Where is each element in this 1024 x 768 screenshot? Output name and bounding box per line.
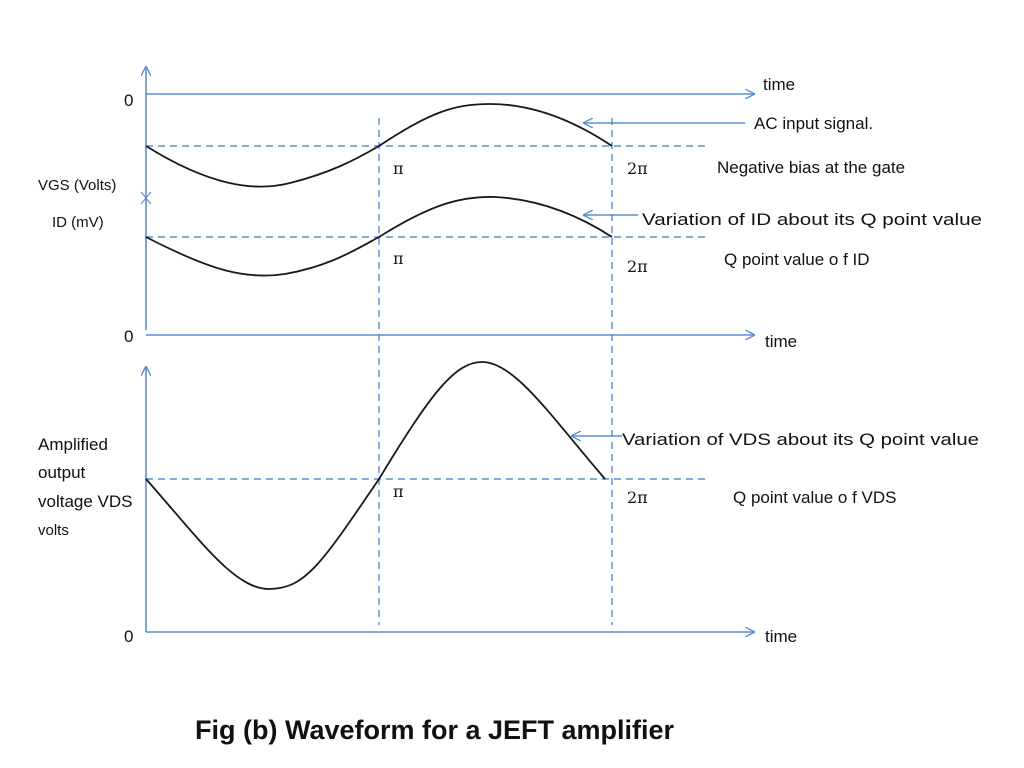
zero-label-bottom: 0 [124, 627, 133, 646]
negative-bias-annotation: Negative bias at the gate [717, 158, 905, 177]
q-point-vds-annotation: Q point value o f VDS [733, 488, 896, 507]
axis-break-mark [140, 191, 152, 205]
time-label-middle: time [765, 332, 797, 351]
vds-axis-label-line-2: output [38, 463, 86, 482]
variation-vds-annotation: Variation of VDS about its Q point value [622, 430, 979, 449]
zero-label-top: 0 [124, 91, 133, 110]
variation-id-annotation: Variation of ID about its Q point value [642, 210, 982, 229]
two-pi-label-vds: 2π [627, 488, 648, 507]
ac-input-annotation: AC input signal. [754, 114, 873, 133]
figure-caption: Fig (b) Waveform for a JEFT amplifier [195, 715, 675, 745]
two-pi-label-id: 2π [627, 257, 648, 276]
id-waveform [145, 196, 613, 277]
pi-label-vgs: π [393, 159, 404, 178]
vds-axis-label-line-1: Amplified [38, 435, 108, 454]
zero-label-middle: 0 [124, 327, 133, 346]
time-label-bottom: time [765, 627, 797, 646]
id-axis-label: ID (mV) [52, 214, 104, 231]
vds-axis-label-line-3: voltage VDS [38, 492, 133, 511]
vgs-input-waveform [145, 103, 613, 188]
two-pi-label-vgs: 2π [627, 159, 648, 178]
vds-axis-label-line-4: volts [38, 522, 69, 539]
pi-label-vds: π [393, 482, 404, 501]
q-point-id-annotation: Q point value o f ID [724, 250, 870, 269]
vds-output-waveform [145, 361, 606, 590]
time-label-top: time [763, 75, 795, 94]
pi-label-id: π [393, 249, 404, 268]
vgs-axis-label: VGS (Volts) [38, 177, 116, 194]
